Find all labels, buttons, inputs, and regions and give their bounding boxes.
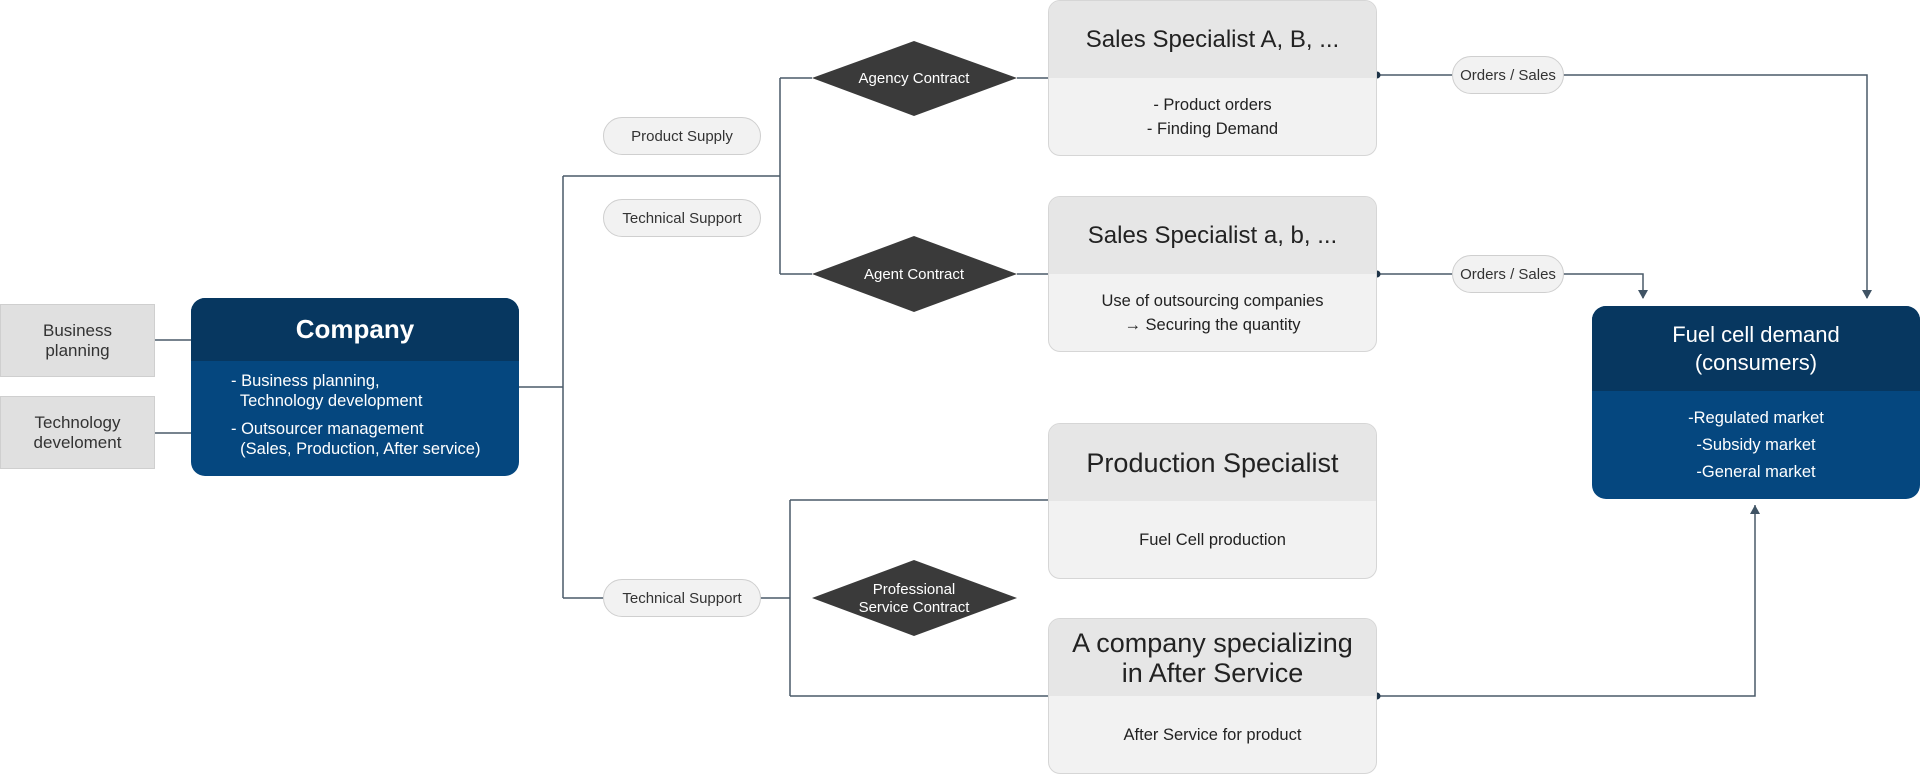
fuel-cell-markets: -Regulated market -Subsidy market -Gener… [1592, 391, 1920, 486]
company-item-planning: - Business planning, Technology developm… [231, 372, 423, 410]
company-details: - Business planning, Technology developm… [191, 361, 519, 459]
card-sales-b-line1: Use of outsourcing companies [1101, 291, 1324, 310]
label-agent-contract: Agent Contract [863, 266, 965, 283]
card-after-service-title-line2: in After Service [1121, 657, 1304, 688]
technology-development-box: Technology develoment [0, 396, 155, 469]
card-sales-specialist-b: Sales Specialist a, b, ... Use of outsou… [1048, 196, 1377, 352]
fuel-cell-title: Fuel cell demand (consumers) [1592, 306, 1920, 391]
card-after-service-title: A company specializing in After Service [1049, 619, 1376, 696]
card-sales-a-body: - Product orders - Finding Demand [1049, 78, 1376, 155]
card-after-service-body: After Service for product [1049, 696, 1376, 773]
card-sales-specialist-a: Sales Specialist A, B, ... - Product ord… [1048, 0, 1377, 156]
business-planning-box: Business planning [0, 304, 155, 377]
pill-technical-support-bottom: Technical Support [603, 579, 761, 617]
card-after-service: A company specializing in After Service … [1048, 618, 1377, 774]
fuel-cell-title-line2: (consumers) [1694, 349, 1818, 375]
business-planning-line2: planning [45, 340, 110, 360]
diamond-professional-service [812, 560, 1017, 636]
card-sales-b-title: Sales Specialist a, b, ... [1049, 197, 1376, 274]
card-production-title: Production Specialist [1049, 424, 1376, 501]
pill-orders-sales-2: Orders / Sales [1452, 255, 1564, 293]
label-professional-line1: Professional [872, 581, 956, 598]
label-professional-line2: Service Contract [858, 599, 970, 616]
label-agency-contract: Agency Contract [858, 70, 970, 87]
pill-product-supply: Product Supply [603, 117, 761, 155]
pill-orders-sales-1: Orders / Sales [1452, 56, 1564, 94]
card-sales-a-line1: - Product orders [1153, 95, 1272, 114]
card-sales-b-line2: → Securing the quantity [1124, 315, 1301, 334]
sales-b-out-2 [1563, 273, 1648, 299]
diamond-agent-contract [812, 236, 1017, 312]
fuel-cell-item-subsidy: -Subsidy market [1696, 436, 1816, 454]
after-service-out [1377, 505, 1760, 697]
card-sales-b-body: Use of outsourcing companies → Securing … [1049, 274, 1376, 351]
label-professional-service-contract: Professional Service Contract [832, 579, 996, 619]
card-after-service-line1: After Service for product [1123, 725, 1302, 744]
fuel-cell-demand-box: Fuel cell demand (consumers) -Regulated … [1592, 306, 1920, 499]
fuel-cell-item-regulated: -Regulated market [1688, 409, 1824, 427]
diamond-agency-contract [812, 41, 1017, 116]
card-sales-a-title: Sales Specialist A, B, ... [1049, 1, 1376, 78]
card-after-service-title-line1: A company specializing [1072, 627, 1353, 658]
technology-development-line2: develoment [33, 432, 122, 452]
company-item-outsourcer: - Outsourcer management (Sales, Producti… [231, 420, 481, 458]
company-title: Company [191, 298, 519, 361]
sales-a-out-2 [1563, 74, 1872, 299]
card-production-body: Fuel Cell production [1049, 501, 1376, 578]
business-planning-line1: Business [43, 320, 112, 340]
pill-technical-support-top: Technical Support [603, 199, 761, 237]
card-production-line1: Fuel Cell production [1139, 530, 1286, 549]
technology-development-line1: Technology [34, 412, 121, 432]
fuel-cell-item-general: -General market [1696, 463, 1816, 481]
fuel-cell-title-line1: Fuel cell demand [1672, 321, 1840, 347]
company-box: Company - Business planning, Technology … [191, 298, 519, 476]
card-sales-a-line2: - Finding Demand [1146, 119, 1279, 138]
card-production-specialist: Production Specialist Fuel Cell producti… [1048, 423, 1377, 579]
